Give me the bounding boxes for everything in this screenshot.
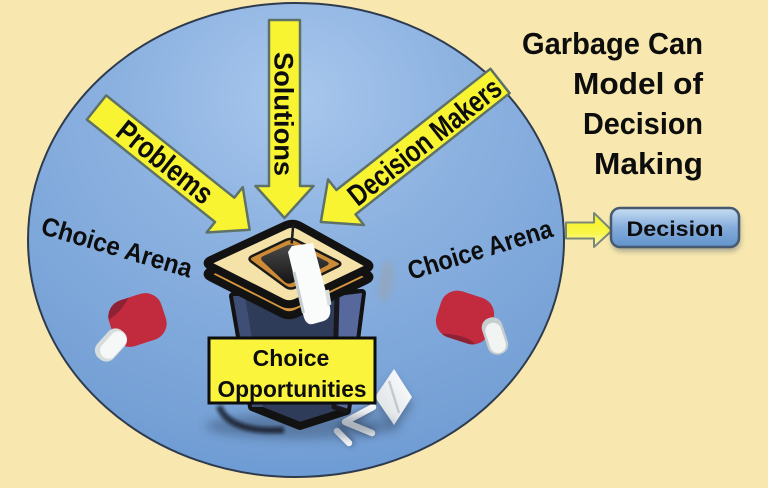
svg-text:Garbage Can: Garbage Can: [522, 26, 703, 61]
svg-text:Decision: Decision: [627, 218, 724, 241]
svg-text:Solutions: Solutions: [269, 52, 299, 176]
svg-text:Opportunities: Opportunities: [218, 376, 367, 402]
svg-text:Decision: Decision: [583, 106, 703, 141]
svg-text:Choice: Choice: [253, 345, 330, 371]
svg-text:Model of: Model of: [573, 66, 704, 101]
svg-text:Making: Making: [594, 146, 703, 181]
